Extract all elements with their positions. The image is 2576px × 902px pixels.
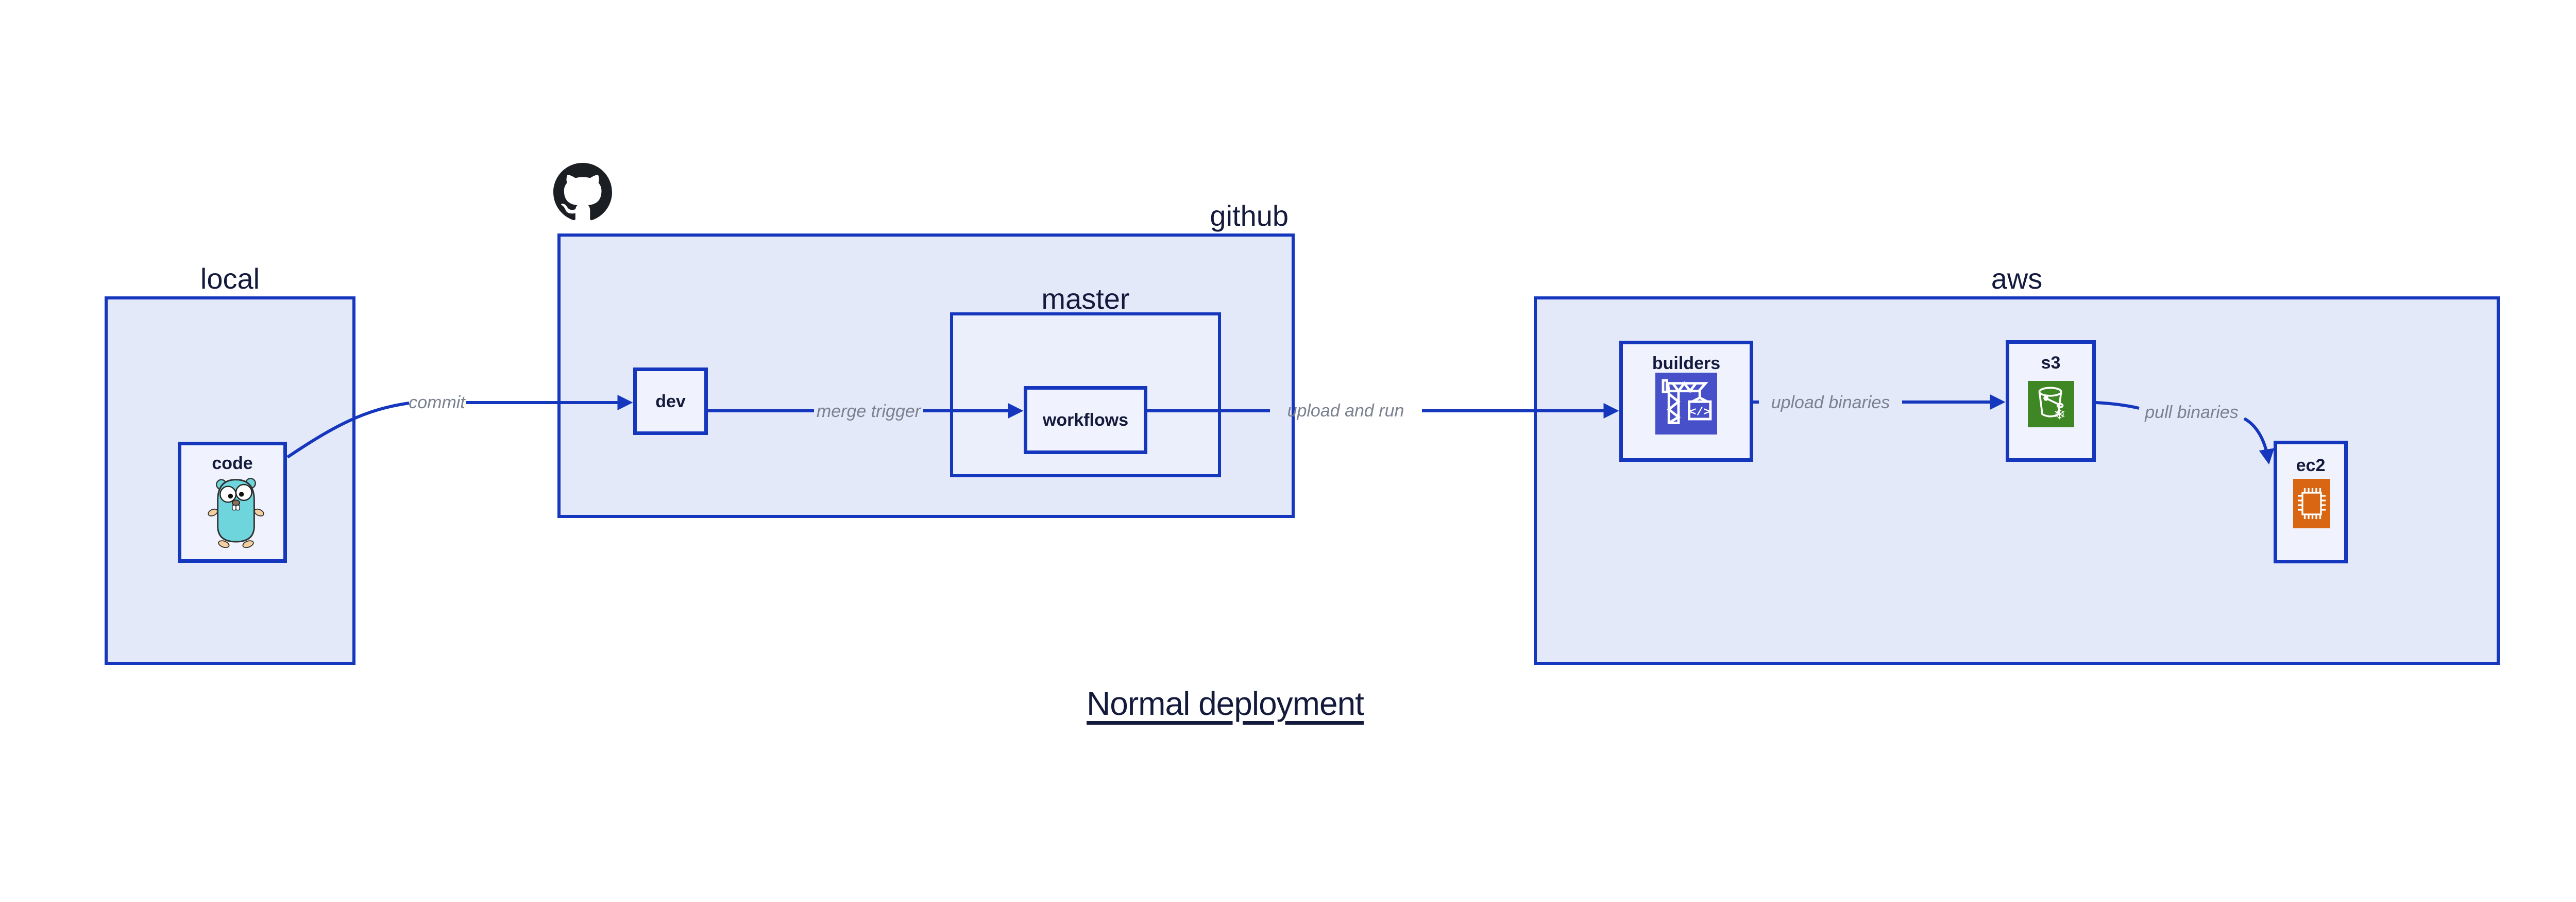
edge-upload-and-run-label: upload and run [1287, 401, 1404, 421]
node-code: code [178, 442, 287, 563]
node-ec2-label: ec2 [2296, 456, 2326, 475]
node-s3-label: s3 [2041, 353, 2061, 373]
node-s3: s3 ❄ [2006, 340, 2096, 462]
svg-text:❄: ❄ [2054, 406, 2066, 422]
cluster-local-label: local [200, 262, 260, 295]
node-builders: builders [1619, 341, 1753, 462]
cpu-chip-icon [2293, 478, 2330, 531]
s3-glacier-bucket-icon: ❄ [2028, 380, 2074, 430]
edge-merge-trigger-label: merge trigger [816, 402, 921, 421]
build-crane-icon: </> [1655, 372, 1717, 437]
diagram-title: Normal deployment [1087, 685, 1364, 722]
cluster-github-label: github [1210, 199, 1289, 232]
edge-upload-binaries-label: upload binaries [1771, 393, 1890, 412]
cluster-aws-label: aws [1991, 262, 2043, 295]
node-builders-label: builders [1652, 354, 1721, 373]
edge-commit-label: commit [409, 393, 465, 412]
node-dev-label: dev [655, 391, 686, 411]
node-code-label: code [212, 454, 253, 473]
go-gopher-icon [206, 475, 266, 550]
node-ec2: ec2 [2274, 441, 2348, 563]
node-workflows-label: workflows [1042, 410, 1129, 430]
edge-pull-binaries-label: pull binaries [2145, 403, 2239, 422]
node-workflows: workflows [1024, 386, 1147, 454]
cluster-master-label: master [1041, 282, 1130, 315]
svg-text:</>: </> [1689, 405, 1710, 419]
node-dev: dev [633, 368, 708, 435]
github-octocat-logo-icon [553, 163, 612, 224]
